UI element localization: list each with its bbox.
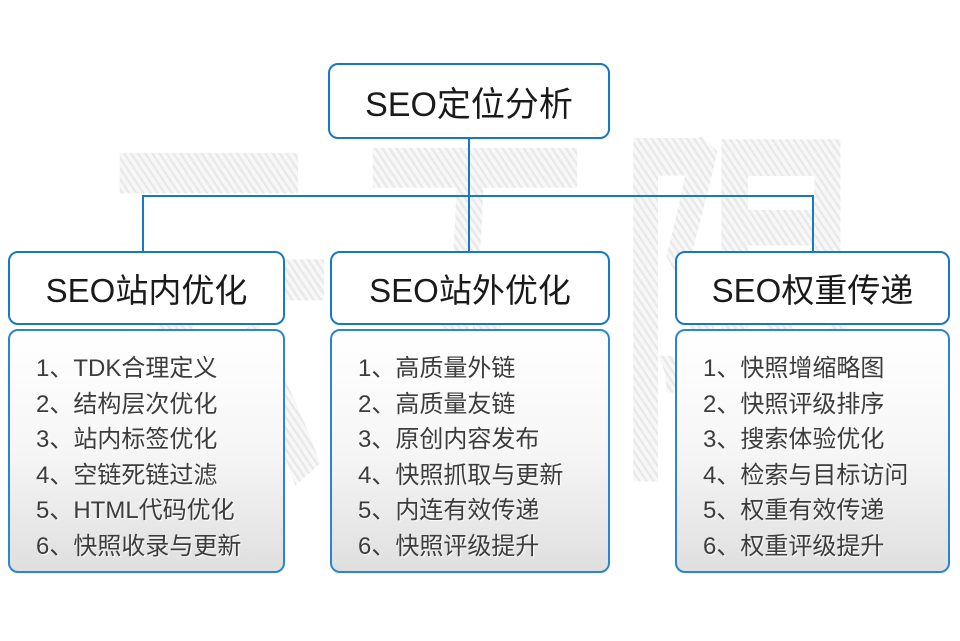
list-item: 2、快照评级排序 <box>703 390 885 418</box>
branch-list-weight: 1、快照增缩略图 2、快照评级排序 3、搜索体验优化 4、检索与目标访问 5、权… <box>675 329 950 573</box>
connector-horizontal-bar <box>142 195 814 197</box>
list-item: 1、快照增缩略图 <box>703 355 885 382</box>
branch-title-offsite: SEO站外优化 <box>369 272 571 309</box>
connector-root-stem <box>468 139 470 196</box>
branch-title-weight: SEO权重传递 <box>711 272 914 309</box>
list-item: 5、内连有效传递 <box>358 497 540 524</box>
list-item: 2、结构层次优化 <box>36 390 218 418</box>
root-node: SEO定位分析 <box>328 63 610 139</box>
branch-title-onsite: SEO站内优化 <box>45 272 248 309</box>
list-item: 2、高质量友链 <box>358 390 516 418</box>
list-item: 6、快照收录与更新 <box>36 532 242 560</box>
list-item: 3、搜索体验优化 <box>703 426 885 453</box>
branch-node-weight: SEO权重传递 <box>675 251 950 325</box>
list-item: 6、快照评级提升 <box>358 532 540 560</box>
branch-node-offsite: SEO站外优化 <box>330 251 610 325</box>
list-item: 4、空链死链过滤 <box>36 461 218 489</box>
list-item: 6、权重评级提升 <box>703 532 885 560</box>
branch-list-onsite: 1、TDK合理定义 2、结构层次优化 3、站内标签优化 4、空链死链过滤 5、H… <box>8 329 285 573</box>
branch-node-onsite: SEO站内优化 <box>8 251 285 325</box>
list-item: 4、检索与目标访问 <box>703 461 909 489</box>
connector-drop-left <box>142 195 144 252</box>
list-item: 1、TDK合理定义 <box>36 355 218 382</box>
list-item: 5、权重有效传递 <box>703 497 885 524</box>
root-node-title: SEO定位分析 <box>365 85 573 124</box>
list-item: 3、原创内容发布 <box>358 426 540 453</box>
connector-drop-middle <box>468 195 470 252</box>
list-item: 5、HTML代码优化 <box>36 497 235 524</box>
connector-drop-right <box>812 195 814 252</box>
list-item: 4、快照抓取与更新 <box>358 461 564 489</box>
branch-list-offsite: 1、高质量外链 2、高质量友链 3、原创内容发布 4、快照抓取与更新 5、内连有… <box>330 329 610 573</box>
list-item: 1、高质量外链 <box>358 355 516 382</box>
list-item: 3、站内标签优化 <box>36 426 218 453</box>
